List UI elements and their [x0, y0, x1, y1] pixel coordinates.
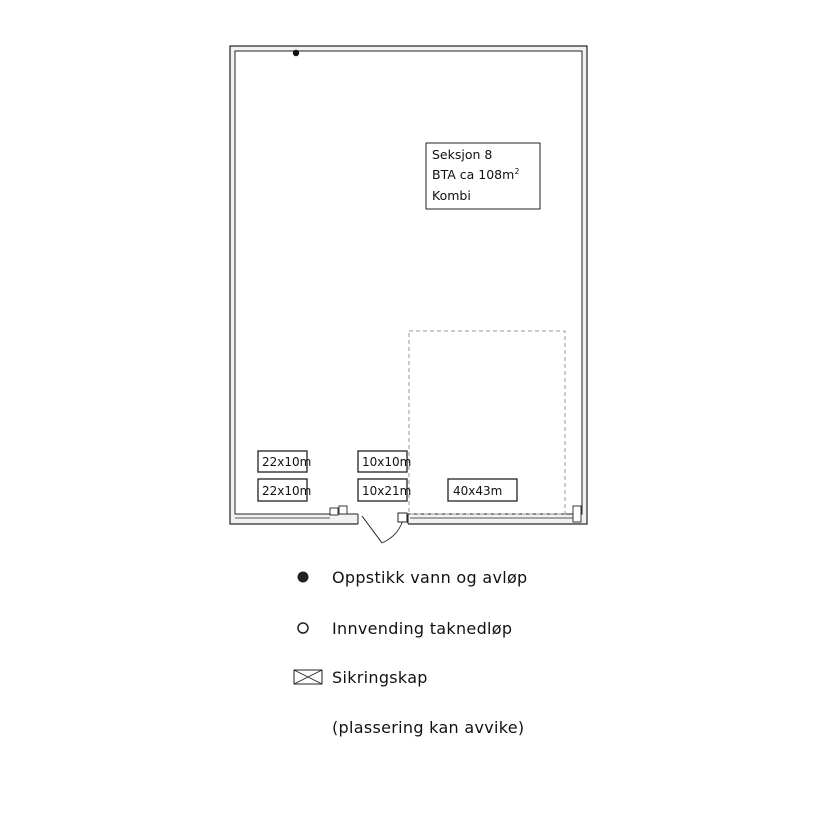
door-swing: [361, 512, 408, 544]
section-area: BTA ca 108m2: [432, 167, 519, 182]
legend-note: (plassering kan avvike): [332, 718, 524, 737]
fuse-box-icon: [293, 669, 323, 685]
filled-dot-icon: [297, 571, 309, 583]
corner-column: [572, 505, 582, 523]
door-post: [397, 512, 408, 523]
opening-label: 10x10m: [362, 455, 411, 469]
water-drain-riser-dot: [292, 49, 300, 57]
opening-label: 40x43m: [453, 484, 502, 498]
opening-label: 22x10m: [262, 455, 311, 469]
legend-fuse-box: Sikringskap: [332, 668, 428, 687]
opening-labels: 22x10m 22x10m 10x10m 10x21m 40x43m: [257, 450, 518, 502]
opening-label: 10x21m: [362, 484, 411, 498]
opening-label: 22x10m: [262, 484, 311, 498]
building-walls: [229, 45, 588, 525]
legend: Oppstikk vann og avløp Innvending takned…: [293, 568, 528, 737]
open-dot-icon: [297, 622, 309, 634]
section-name: Seksjon 8: [432, 147, 492, 162]
section-type: Kombi: [432, 188, 471, 203]
inner-wall: [234, 50, 583, 515]
wall-detail: [329, 507, 339, 516]
legend-water-drain: Oppstikk vann og avløp: [332, 568, 528, 587]
dashed-zone: [408, 330, 566, 515]
wall-detail: [338, 505, 348, 515]
section-info-box: Seksjon 8 BTA ca 108m2 Kombi: [425, 142, 541, 210]
legend-roof-drain: Innvending taknedløp: [332, 619, 512, 638]
